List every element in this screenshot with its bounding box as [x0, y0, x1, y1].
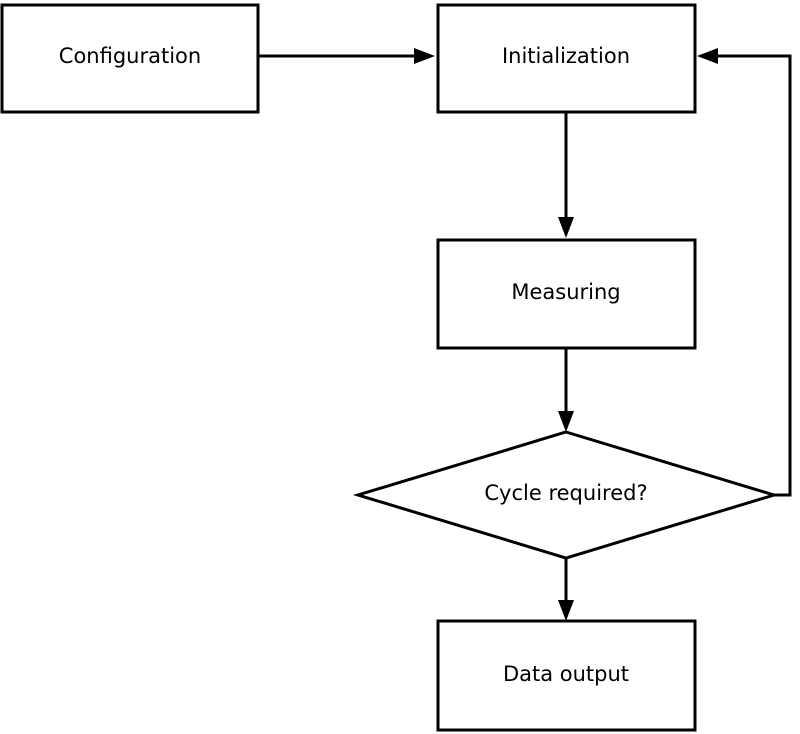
edge-measuring-to-cycle-required [558, 348, 574, 432]
node-measuring[interactable]: Measuring [436, 238, 697, 350]
node-rectangle[interactable] [436, 3, 697, 114]
node-diamond[interactable] [352, 430, 780, 560]
edge-configuration-to-initialization [259, 48, 435, 64]
node-label: Measuring [511, 280, 620, 304]
edge-initialization-to-measuring [558, 112, 574, 238]
edge-cycle-required-to-initialization-feedback [697, 48, 792, 497]
node-rectangle[interactable] [436, 238, 697, 350]
node-cycle-required[interactable]: Cycle required? [352, 430, 780, 560]
node-configuration[interactable]: Configuration [0, 3, 260, 114]
node-label: Initialization [502, 44, 630, 68]
node-initialization[interactable]: Initialization [436, 3, 697, 114]
node-label: Data output [503, 662, 629, 686]
edge-line [705, 54, 792, 497]
edge-cycle-required-to-data-output [558, 558, 574, 621]
node-label: Configuration [59, 44, 201, 68]
edges-layer [259, 48, 792, 621]
node-rectangle[interactable] [436, 619, 697, 732]
arrowhead-icon [558, 600, 574, 621]
arrowhead-icon [558, 411, 574, 432]
node-data-output[interactable]: Data output [436, 619, 697, 732]
node-label: Cycle required? [484, 481, 647, 505]
node-rectangle[interactable] [0, 3, 260, 114]
arrowhead-icon [558, 217, 574, 238]
nodes-layer: Configuration Initialization Measuring C… [0, 3, 780, 732]
arrowhead-icon [414, 48, 435, 64]
arrowhead-icon [697, 48, 718, 64]
